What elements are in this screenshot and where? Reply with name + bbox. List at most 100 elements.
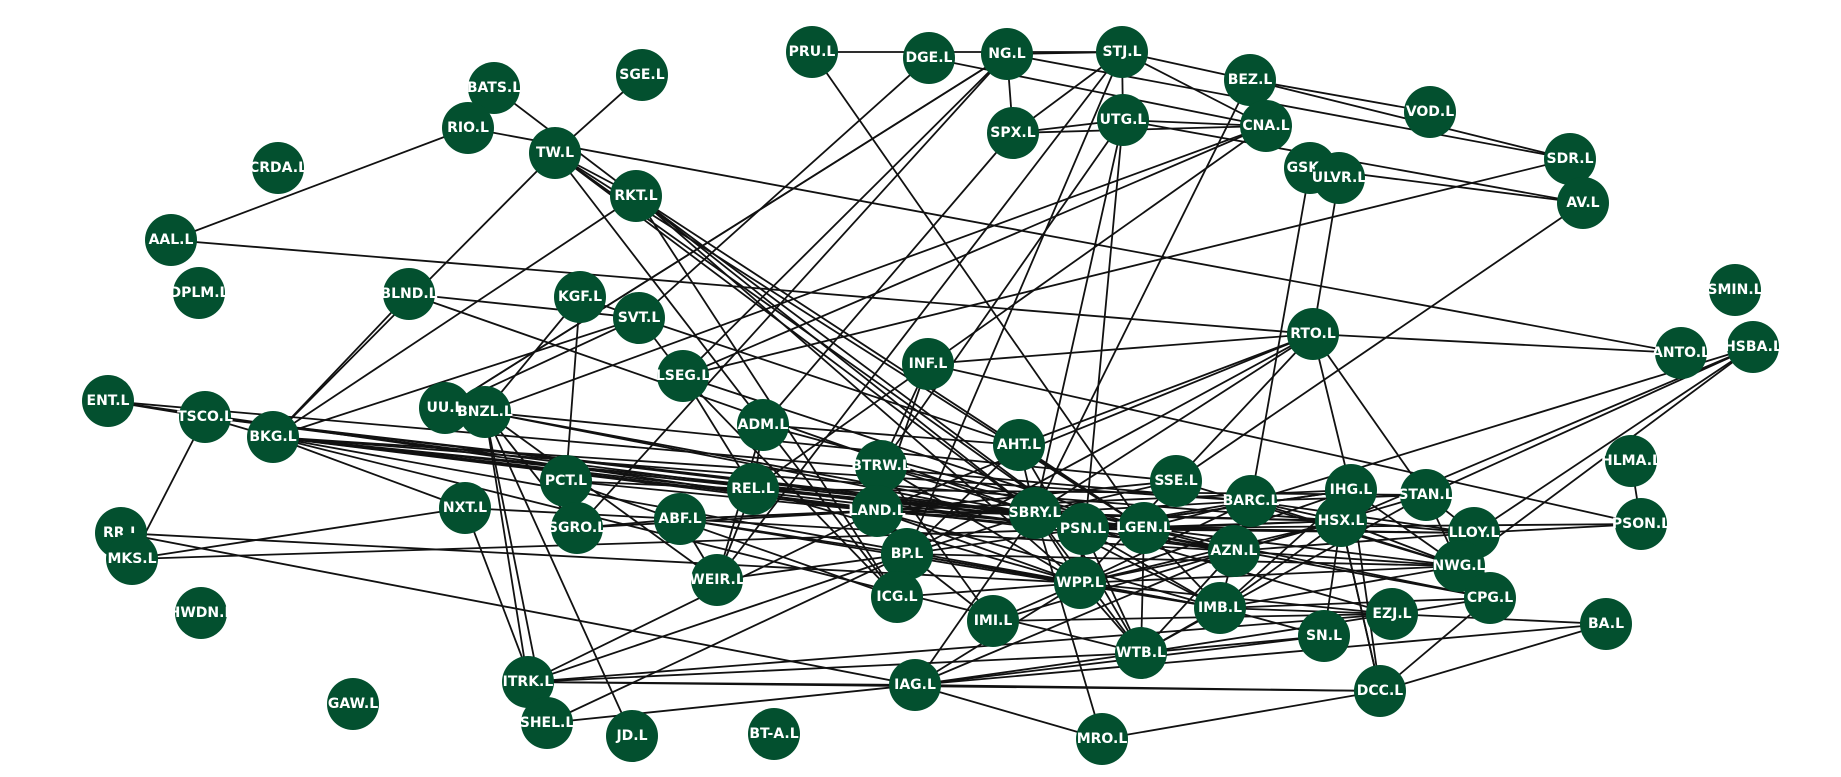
edge-pct-l-icg-l	[565, 480, 898, 598]
node-label: HSBA.L	[1724, 339, 1782, 355]
node-smin-l: SMIN.L	[1707, 264, 1763, 316]
node-sgro-l: SGRO.L	[548, 502, 606, 554]
node-circle	[881, 528, 933, 580]
node-label: ENT.L	[87, 393, 130, 409]
node-imi-l: IMI.L	[967, 595, 1019, 647]
edge-tsco-l-psn-l	[204, 416, 1084, 530]
node-label: SDR.L	[1547, 151, 1594, 167]
node-inf-l: INF.L	[902, 338, 954, 390]
node-circle	[1115, 627, 1167, 679]
node-lgen-l: LGEN.L	[1116, 502, 1172, 554]
node-bats-l: BATS.L	[467, 62, 521, 114]
node-psn-l: PSN.L	[1057, 503, 1109, 555]
node-rkt-l: RKT.L	[610, 170, 662, 222]
node-circle	[737, 399, 789, 451]
node-circle	[1400, 469, 1452, 521]
node-circle	[987, 107, 1039, 159]
node-circle	[1150, 455, 1202, 507]
node-circle	[1287, 308, 1339, 360]
node-rio-l: RIO.L	[442, 102, 494, 154]
node-circle	[967, 595, 1019, 647]
edge-itrk-l-ezj-l	[527, 613, 1393, 683]
node-label: DGE.L	[906, 50, 953, 66]
node-circle	[654, 493, 706, 545]
edge-icg-l-rkt-l	[635, 195, 898, 598]
node-label: BNZL.L	[457, 404, 513, 420]
node-gaw-l: GAW.L	[327, 678, 379, 730]
edge-nxt-l-mks-l	[131, 507, 466, 560]
node-label: ADM.L	[738, 417, 789, 433]
node-stj-l: STJ.L	[1096, 26, 1148, 78]
node-circle	[1615, 498, 1667, 550]
node-azn-l: AZN.L	[1208, 525, 1260, 577]
node-label: BP.L	[891, 546, 924, 562]
edge-ulvr-l-rto-l	[1312, 177, 1340, 335]
node-circle	[1225, 475, 1277, 527]
node-aht-l: AHT.L	[993, 419, 1045, 471]
node-circle	[1096, 26, 1148, 78]
node-mks-l: MKS.L	[106, 533, 158, 585]
node-circle	[613, 292, 665, 344]
edge-azn-l-iag-l	[914, 550, 1235, 686]
node-stan-l: STAN.L	[1398, 469, 1454, 521]
node-label: ICG.L	[876, 589, 917, 605]
edge-gsk-l-barc-l	[1250, 167, 1311, 502]
node-bez-l: BEZ.L	[1224, 54, 1276, 106]
node-pson-l: PSON.L	[1612, 498, 1670, 550]
node-label: JD.L	[615, 728, 647, 744]
node-circle	[902, 338, 954, 390]
edge-ng-l-lseg-l	[682, 53, 1008, 377]
node-circle	[173, 267, 225, 319]
node-hlma-l: HLMA.L	[1601, 435, 1661, 487]
node-label: IMB.L	[1198, 600, 1242, 616]
edge-rkt-l-psn-l	[635, 195, 1084, 530]
node-circle	[786, 26, 838, 78]
node-aal-l: AAL.L	[145, 214, 197, 266]
node-label: RIO.L	[447, 120, 489, 136]
node-circle	[554, 271, 606, 323]
node-circle	[1354, 665, 1406, 717]
node-label: CRDA.L	[249, 160, 307, 176]
node-label: ABF.L	[658, 511, 701, 527]
node-nxt-l: NXT.L	[439, 482, 491, 534]
node-bp-l: BP.L	[881, 528, 933, 580]
edge-azn-l-nwg-l	[1233, 550, 1460, 567]
node-label: IMI.L	[974, 613, 1013, 629]
edge-iag-l-mro-l	[914, 684, 1103, 740]
edge-aht-l-bp-l	[906, 444, 1020, 555]
node-utg-l: UTG.L	[1097, 94, 1149, 146]
node-label: TSCO.L	[177, 409, 233, 425]
node-cpg-l: CPG.L	[1464, 572, 1516, 624]
node-label: IHG.L	[1330, 482, 1373, 498]
node-circle	[1224, 54, 1276, 106]
node-circle	[383, 268, 435, 320]
node-circle	[442, 102, 494, 154]
edge-cna-l-lseg-l	[682, 125, 1267, 377]
edge-nwg-l-wpp-l	[1079, 565, 1460, 584]
node-label: DPLM.L	[170, 285, 229, 301]
node-label: HLMA.L	[1601, 453, 1661, 469]
node-label: SGE.L	[619, 67, 664, 83]
node-circle	[871, 571, 923, 623]
edge-aht-l-rto-l	[1018, 333, 1314, 446]
node-dcc-l: DCC.L	[1354, 665, 1406, 717]
node-label: WEIR.L	[689, 572, 745, 588]
node-circle	[691, 554, 743, 606]
node-tw-l: TW.L	[529, 127, 581, 179]
edge-cpg-l-imb-l	[1219, 597, 1491, 609]
edge-icg-l-tw-l	[554, 152, 898, 598]
edge-ba-l-dcc-l	[1379, 623, 1607, 692]
node-wpp-l: WPP.L	[1054, 557, 1106, 609]
edge-spx-l-adm-l	[762, 132, 1014, 426]
node-sdr-l: SDR.L	[1544, 133, 1596, 185]
node-label: ITRK.L	[503, 674, 554, 690]
node-sn-l: SN.L	[1298, 610, 1350, 662]
edge-uu-l-ng-l	[444, 53, 1008, 409]
node-label: GAW.L	[328, 696, 378, 712]
node-circle	[1118, 502, 1170, 554]
edge-svt-l-bkg-l	[272, 317, 640, 438]
node-label: NXT.L	[443, 500, 487, 516]
node-label: PCT.L	[545, 473, 587, 489]
